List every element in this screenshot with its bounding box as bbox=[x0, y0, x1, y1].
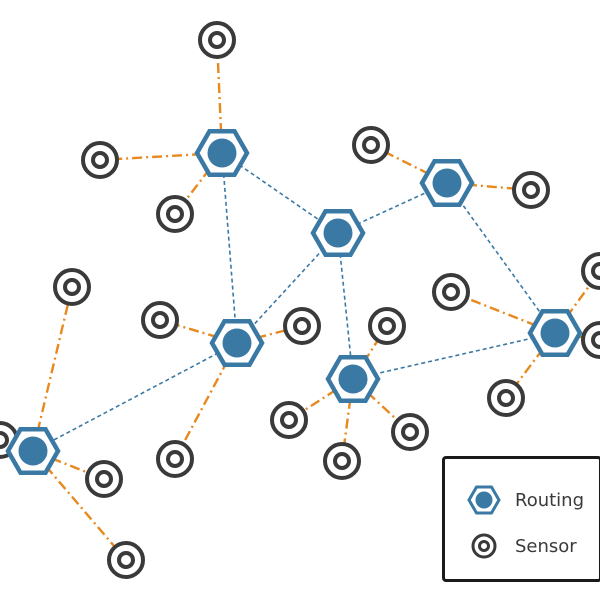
sensor-node-S20 bbox=[581, 321, 600, 359]
sensor-link-R6-S7 bbox=[450, 290, 556, 335]
routing-node-R6 bbox=[527, 309, 583, 357]
sensor-node-S8 bbox=[53, 268, 91, 306]
sensor-node-S4 bbox=[352, 126, 390, 164]
routing-node-R3 bbox=[419, 159, 475, 207]
sensor-node-S18 bbox=[107, 541, 145, 579]
sensor-node-S7 bbox=[432, 273, 470, 311]
sensor-node-S11 bbox=[368, 307, 406, 345]
routing-node-R7 bbox=[5, 427, 61, 475]
legend-routing-row: Routing bbox=[467, 483, 584, 517]
sensor-node-S15 bbox=[156, 440, 194, 478]
sensor-link-R7-S8 bbox=[31, 286, 74, 452]
backbone-link-R1-R4 bbox=[221, 152, 238, 344]
sensor-node-S12 bbox=[487, 379, 525, 417]
sensor-node-S2 bbox=[81, 141, 119, 179]
backbone-link-R3-R6 bbox=[446, 182, 556, 334]
backbone-link-R2-R5 bbox=[337, 232, 354, 380]
legend-routing-label: Routing bbox=[515, 489, 585, 511]
routing-node-R5 bbox=[325, 355, 381, 403]
sensor-node-S13 bbox=[270, 401, 308, 439]
routers-layer bbox=[5, 129, 583, 475]
routing-node-R4 bbox=[209, 319, 265, 367]
backbone-link-R4-R7 bbox=[32, 342, 238, 452]
sensor-node-S3 bbox=[156, 195, 194, 233]
sensor-node-S5 bbox=[512, 171, 550, 209]
sensor-icon bbox=[471, 533, 497, 559]
sensor-node-S16 bbox=[323, 442, 361, 480]
sensor-node-S6 bbox=[581, 252, 600, 290]
legend-sensor-label: Sensor bbox=[515, 535, 577, 557]
routing-node-R1 bbox=[194, 129, 250, 177]
sensor-node-S9 bbox=[141, 301, 179, 339]
legend-sensor-row: Sensor bbox=[467, 529, 577, 563]
routing-node-R2 bbox=[310, 209, 366, 257]
sensor-node-S1 bbox=[198, 21, 236, 59]
sensor-node-S14 bbox=[391, 413, 429, 451]
sensor-node-S17 bbox=[85, 460, 123, 498]
sensor-node-S10 bbox=[283, 307, 321, 345]
legend: Routing Sensor bbox=[442, 456, 600, 582]
routing-icon bbox=[467, 485, 501, 515]
